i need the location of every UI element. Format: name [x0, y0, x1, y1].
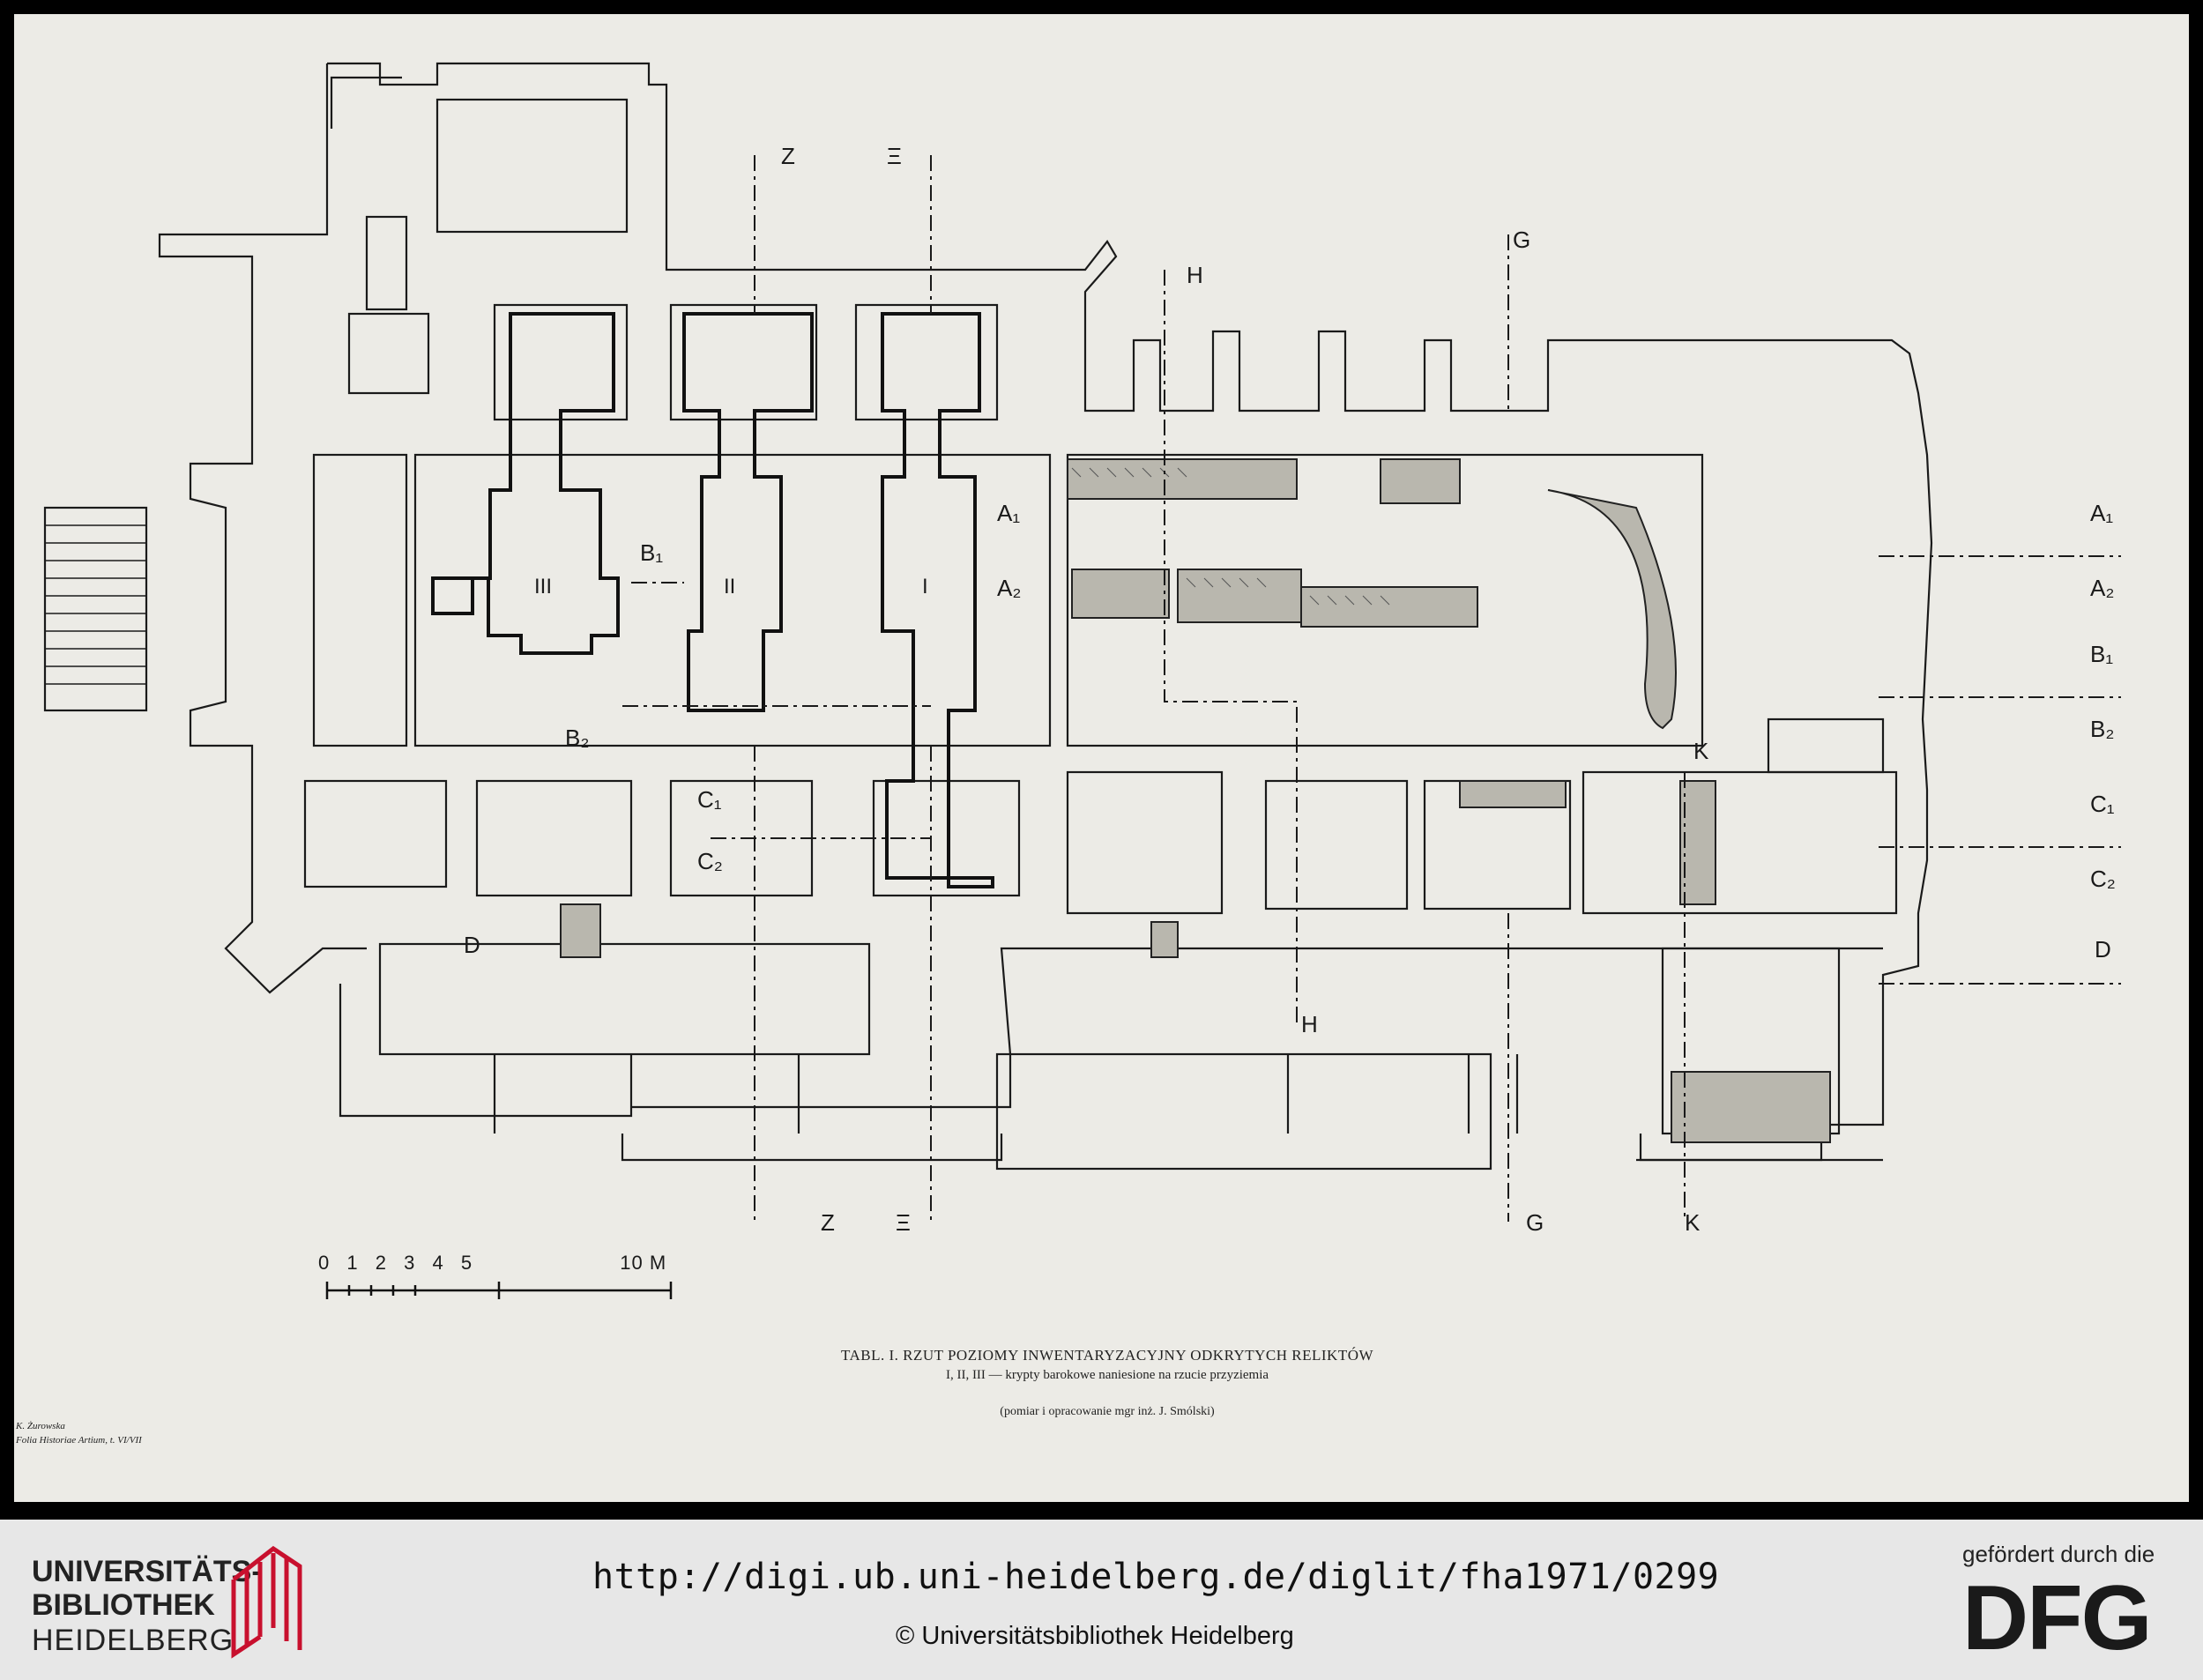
crypt-II — [682, 312, 814, 712]
section-marker-right-4: C₁ — [2090, 791, 2115, 817]
scale-tick-5: 5 — [460, 1252, 473, 1274]
section-marker-bottom-0: Z — [821, 1209, 835, 1236]
section-marker-top-2: H — [1187, 262, 1203, 288]
section-marker-right-1: A₂ — [2090, 575, 2114, 601]
section-marker-interior-2: B₁ — [640, 539, 663, 566]
copyright-notice: © Universitätsbibliothek Heidelberg — [896, 1622, 1294, 1650]
scale-bar — [325, 1282, 673, 1299]
plate-caption-subtitle: I, II, III — krypty barokowe naniesione … — [945, 1368, 1269, 1382]
crypt-label-II: II — [724, 575, 735, 598]
scale-labels: 0 1 2 3 4 5 10 M — [318, 1252, 666, 1275]
dfg-logo: DFG — [1962, 1567, 2153, 1669]
section-marker-right-2: B₁ — [2090, 641, 2113, 667]
section-marker-interior-6: D — [464, 932, 480, 958]
scanned-plate: III II I Z Ξ H G Z Ξ G K A₁ A₂ B₁ B₂ C₁ C₂ D A₁ A₂ B₁ B₂ C₁… — [14, 14, 2189, 1502]
crypt-label-III: III — [534, 575, 552, 598]
section-marker-interior-7: H — [1301, 1011, 1318, 1037]
section-marker-interior-0: A₁ — [997, 500, 1020, 526]
crypt-I — [881, 312, 994, 888]
section-marker-right-3: B₂ — [2090, 716, 2114, 742]
west-stairs — [43, 506, 148, 712]
section-marker-top-0: Z — [781, 143, 795, 169]
section-marker-top-1: Ξ — [887, 143, 902, 169]
floor-plan-drawing: III II I Z Ξ H G Z Ξ G K A₁ A₂ B₁ B₂ C₁ C₂ D A₁ A₂ B₁ B₂ C₁… — [43, 62, 2121, 1299]
logo-line-3: HEIDELBERG — [32, 1624, 234, 1657]
outer-wall — [327, 62, 1933, 1162]
plate-caption-note: (pomiar i opracowanie mgr inż. J. Smólsk… — [1000, 1405, 1215, 1418]
scale-tick-2: 2 — [375, 1252, 387, 1274]
scale-tick-0: 0 — [318, 1252, 331, 1274]
section-marker-interior-1: A₂ — [997, 575, 1021, 601]
section-marker-interior-8: K — [1693, 738, 1709, 764]
section-marker-right-5: C₂ — [2090, 866, 2116, 892]
section-marker-interior-4: C₁ — [697, 786, 722, 813]
section-marker-bottom-2: G — [1526, 1209, 1544, 1236]
section-marker-bottom-1: Ξ — [896, 1209, 911, 1236]
section-H — [1164, 270, 1298, 1028]
footer-bar: UNIVERSITÄTS- BIBLIOTHEK HEIDELBERG http… — [0, 1520, 2203, 1680]
permalink-url[interactable]: http://digi.ub.uni-heidelberg.de/diglit/… — [592, 1557, 1720, 1597]
library-logo-icon — [231, 1545, 302, 1659]
relic-wall-1 — [1067, 458, 1298, 500]
section-marker-interior-5: C₂ — [697, 848, 723, 874]
section-marker-right-6: D — [2095, 936, 2111, 963]
dfg-caption: gefördert durch die — [1962, 1541, 2155, 1567]
section-marker-bottom-3: K — [1685, 1209, 1701, 1236]
logo-line-2: BIBLIOTHEK — [32, 1588, 215, 1622]
logo-line-1: UNIVERSITÄTS- — [32, 1555, 262, 1588]
scale-tick-1: 1 — [346, 1252, 359, 1274]
crypt-III — [431, 312, 620, 655]
crypt-label-I: I — [922, 575, 928, 598]
credit-series: Folia Historiae Artium, t. VI/VII — [16, 1435, 142, 1446]
section-marker-top-3: G — [1513, 227, 1530, 253]
section-marker-right-0: A₁ — [2090, 500, 2113, 526]
section-marker-interior-3: B₂ — [565, 725, 589, 751]
scale-tick-3: 3 — [404, 1252, 416, 1274]
scale-tick-10: 10 M — [620, 1252, 667, 1274]
credit-author: K. Żurowska — [16, 1421, 65, 1431]
plate-caption-title: TABL. I. RZUT POZIOMY INWENTARYZACYJNY O… — [840, 1347, 1374, 1364]
west-wall — [158, 63, 367, 994]
scale-tick-4: 4 — [432, 1252, 444, 1274]
